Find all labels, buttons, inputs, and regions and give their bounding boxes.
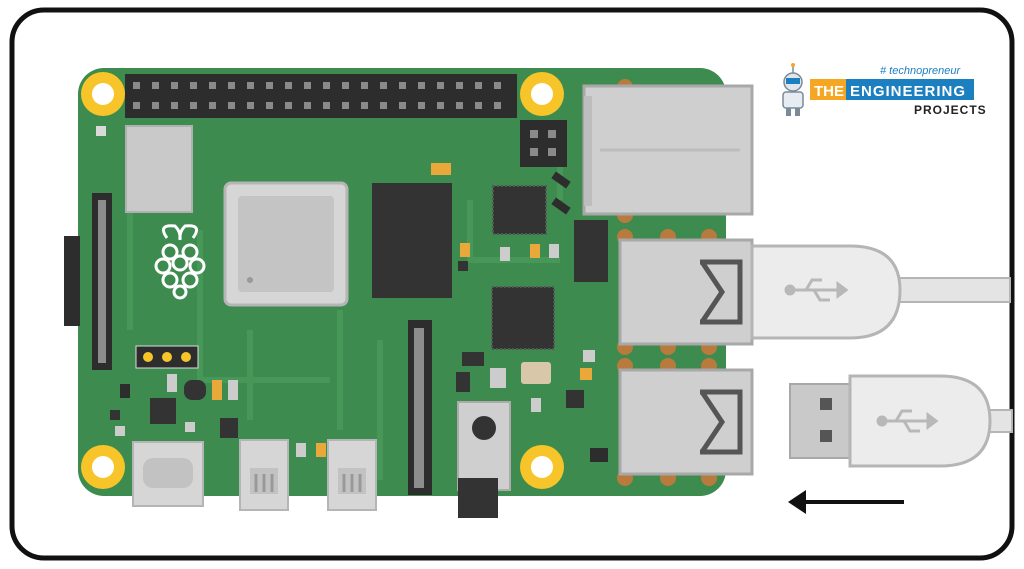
usb-port-bottom bbox=[618, 368, 754, 476]
gpio-pin bbox=[437, 82, 444, 89]
mounting-holes bbox=[81, 72, 564, 489]
power-ic bbox=[574, 220, 608, 282]
raspberry-pi-logo-icon bbox=[154, 224, 206, 300]
gpio-pin bbox=[285, 82, 292, 89]
gpio-pin bbox=[209, 82, 216, 89]
sd-card-slot bbox=[64, 236, 80, 326]
gpio-pin bbox=[304, 82, 311, 89]
camera-connector bbox=[408, 320, 432, 495]
gpio-pin bbox=[171, 102, 178, 109]
audio-jack bbox=[457, 401, 511, 518]
gpio-pin bbox=[228, 82, 235, 89]
usb-trident-icon bbox=[876, 409, 939, 433]
poe-header bbox=[520, 120, 567, 167]
logo-word-projects: PROJECTS bbox=[914, 103, 987, 117]
micro-hdmi-port-2 bbox=[327, 439, 377, 511]
gpio-pin bbox=[228, 102, 235, 109]
gpio-pin bbox=[361, 102, 368, 109]
soc-processor bbox=[223, 181, 349, 307]
logo-tagline: # technopreneur bbox=[880, 65, 961, 77]
usb-cable-plugged bbox=[750, 244, 1011, 340]
led-components bbox=[551, 171, 571, 215]
logo-word-engineering: ENGINEERING bbox=[850, 83, 966, 100]
usb-cable-unplugged bbox=[789, 374, 1013, 468]
gpio-pin bbox=[152, 82, 159, 89]
gpio-pin bbox=[190, 82, 197, 89]
gpio-pin bbox=[418, 82, 425, 89]
gpio-pin bbox=[171, 82, 178, 89]
gpio-pin bbox=[285, 102, 292, 109]
gpio-pin bbox=[323, 102, 330, 109]
gpio-pin bbox=[266, 82, 273, 89]
arrow-left-icon bbox=[788, 490, 904, 514]
gpio-pin bbox=[342, 102, 349, 109]
smd-component bbox=[431, 163, 451, 175]
gpio-pin bbox=[494, 102, 501, 109]
micro-hdmi-port-1 bbox=[239, 439, 289, 511]
ethernet-controller-chip bbox=[492, 185, 547, 235]
gpio-pin bbox=[342, 82, 349, 89]
gpio-pins bbox=[133, 82, 501, 109]
usb-controller-chip bbox=[491, 286, 555, 350]
gpio-pin bbox=[456, 82, 463, 89]
gpio-pin bbox=[247, 82, 254, 89]
gpio-pin bbox=[380, 82, 387, 89]
ram-chip bbox=[372, 183, 452, 298]
wifi-module bbox=[125, 125, 193, 213]
gpio-pin bbox=[399, 82, 406, 89]
engineering-projects-logo: # technopreneur THE ENGINEERING PROJECTS bbox=[782, 63, 987, 117]
gpio-pin bbox=[494, 82, 501, 89]
gpio-pin bbox=[323, 82, 330, 89]
gpio-pin bbox=[437, 102, 444, 109]
smd-components bbox=[110, 243, 608, 462]
display-connector bbox=[92, 193, 112, 370]
gpio-header bbox=[125, 74, 517, 118]
gpio-pin bbox=[133, 82, 140, 89]
gpio-pin bbox=[266, 102, 273, 109]
gpio-pin bbox=[399, 102, 406, 109]
robot-mascot-icon bbox=[782, 63, 804, 116]
gpio-pin bbox=[209, 102, 216, 109]
smd-component bbox=[96, 126, 106, 136]
gpio-pin bbox=[380, 102, 387, 109]
gpio-pin bbox=[247, 102, 254, 109]
logo-word-the: THE bbox=[814, 83, 844, 100]
gpio-pin bbox=[133, 102, 140, 109]
gpio-pin bbox=[456, 102, 463, 109]
usb-c-power-port bbox=[132, 441, 204, 507]
fan-header bbox=[135, 345, 199, 369]
ethernet-port bbox=[582, 84, 754, 216]
usb-trident-icon bbox=[784, 278, 849, 302]
gpio-pin bbox=[304, 102, 311, 109]
gpio-pin bbox=[190, 102, 197, 109]
gpio-pin bbox=[475, 102, 482, 109]
gpio-pin bbox=[475, 82, 482, 89]
gpio-pin bbox=[361, 82, 368, 89]
usb-port-top bbox=[618, 238, 754, 346]
gpio-pin bbox=[418, 102, 425, 109]
gpio-pin bbox=[152, 102, 159, 109]
